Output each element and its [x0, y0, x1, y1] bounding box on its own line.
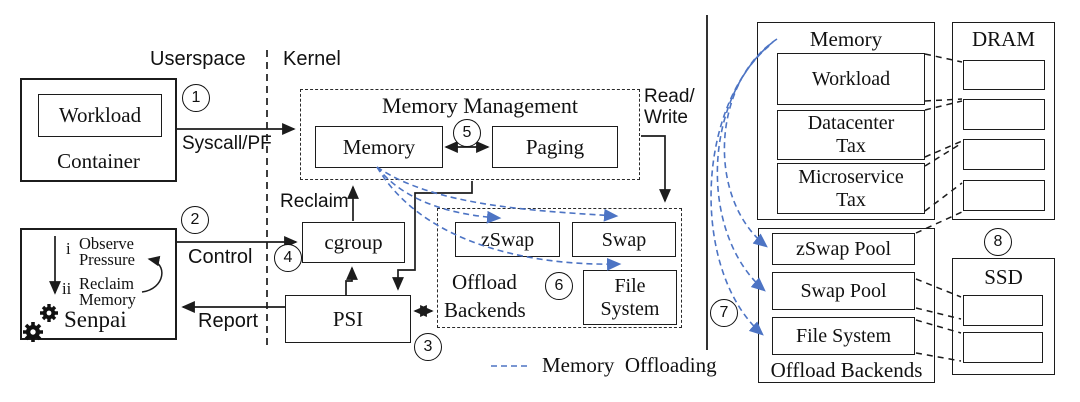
senpai-step2-num: ii: [62, 279, 72, 298]
segment-datacenter-label1: Datacenter: [807, 112, 895, 134]
step-2-badge: 2: [181, 206, 209, 234]
fs-label2: System: [600, 297, 660, 320]
zswap-pool-label: zSwap Pool: [796, 238, 891, 260]
workload-box: Workload: [38, 94, 162, 137]
step-7-badge: 7: [710, 299, 738, 327]
read-label: Read/: [644, 86, 695, 107]
ssd-title: SSD: [984, 265, 1023, 289]
segment-workload-label: Workload: [811, 67, 891, 90]
segment-datacenter-label2: Tax: [836, 135, 866, 157]
dram-slot: [963, 180, 1045, 211]
observe-label: Observe: [79, 234, 134, 253]
step-8-badge: 8: [984, 228, 1012, 256]
pressure-label: Pressure: [79, 249, 135, 269]
write-label: Write: [644, 107, 688, 128]
memory-box: Memory: [315, 126, 443, 168]
kernel-label: Kernel: [283, 48, 341, 70]
zswap-box: zSwap: [455, 222, 560, 257]
senpai-label: Senpai: [64, 307, 127, 332]
dram-slot: [963, 139, 1045, 170]
read-write-label: Read/ Write: [644, 86, 695, 128]
userspace-label: Userspace: [150, 48, 246, 70]
fs-label1: File: [614, 274, 646, 297]
step-5-badge: 5: [453, 119, 481, 147]
senpai-step2: Reclaim Memory: [79, 276, 136, 307]
memory-segment-workload: Workload: [777, 53, 925, 105]
right-memory-title: Memory: [809, 27, 883, 51]
psi-label: PSI: [332, 306, 364, 331]
read-write-arrow: [641, 135, 671, 203]
cgroup-box: cgroup: [302, 222, 405, 263]
paging-box: Paging: [492, 126, 618, 168]
container-box: Workload Container: [20, 78, 177, 182]
psi-to-cgroup-arrow: [345, 266, 358, 295]
syscall-label: Syscall/PF: [182, 133, 272, 154]
file-system-box: File System: [583, 270, 677, 325]
swap-box: Swap: [572, 222, 676, 257]
memory-segment-datacenter-tax: Datacenter Tax: [777, 110, 925, 160]
zswap-label: zSwap: [480, 228, 535, 251]
step-4-badge: 4: [274, 244, 302, 272]
report-label: Report: [198, 310, 259, 332]
container-label: Container: [57, 149, 140, 173]
reclaim-mem-label1: Reclaim: [79, 274, 134, 293]
swap-pool-box: Swap Pool: [772, 272, 915, 310]
control-label: Control: [188, 246, 253, 268]
dram-title: DRAM: [971, 27, 1035, 51]
senpai-step1-num: i: [66, 239, 71, 258]
zswap-pool-box: zSwap Pool: [772, 233, 915, 265]
step-1-badge: 1: [182, 84, 210, 112]
ssd-slot: [963, 295, 1043, 326]
legend-label: Memory Offloading: [542, 353, 717, 377]
cgroup-label: cgroup: [324, 230, 383, 254]
right-offload-backends-caption: Offload Backends: [770, 358, 923, 382]
memory-label: Memory: [342, 134, 416, 159]
memory-segment-microservice-tax: Microservice Tax: [777, 163, 925, 214]
senpai-step1: Observe Pressure: [79, 236, 135, 267]
memory-management-title: Memory Management: [381, 93, 579, 118]
psi-box: PSI: [285, 295, 411, 343]
step-3-badge: 3: [414, 333, 442, 361]
offload-word: Offload: [452, 270, 517, 294]
dram-slot: [963, 99, 1045, 130]
reclaim-label: Reclaim: [280, 191, 349, 212]
swap-label: Swap: [601, 228, 647, 251]
right-file-system-box: File System: [772, 317, 915, 355]
step-6-badge: 6: [545, 272, 573, 300]
workload-label: Workload: [58, 103, 142, 127]
right-file-system-label: File System: [795, 325, 891, 347]
ssd-slot: [963, 332, 1043, 363]
dram-slot: [963, 60, 1045, 90]
segment-microservice-label1: Microservice: [798, 165, 904, 188]
reclaim-mem-label2: Memory: [79, 289, 136, 309]
swap-pool-label: Swap Pool: [800, 280, 887, 302]
backends-word: Backends: [444, 298, 526, 322]
paging-label: Paging: [525, 134, 585, 159]
segment-microservice-label2: Tax: [836, 188, 866, 211]
